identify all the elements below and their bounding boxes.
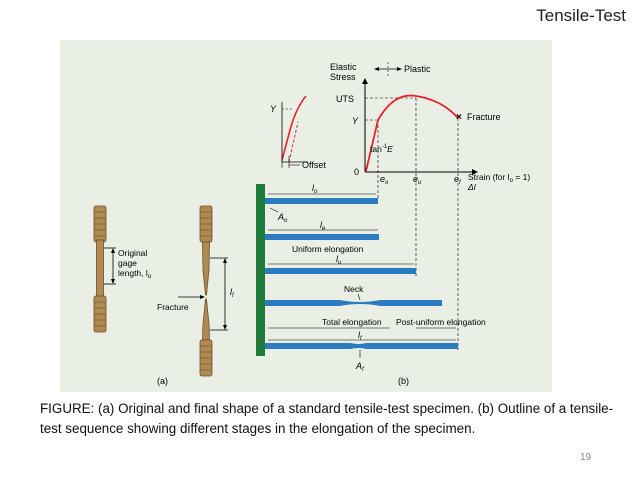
e-u-label: eu <box>413 174 422 186</box>
fractured-specimen <box>178 205 228 377</box>
fracture-mark: × <box>456 112 462 123</box>
y-label: Y <box>352 116 359 126</box>
a-o-label: Ao <box>277 212 288 224</box>
lf-label: lf <box>230 287 235 299</box>
tensile-test-figure: Original gage length, lo lf <box>60 40 552 392</box>
tan-label: tan-1E <box>370 144 393 154</box>
origin-label: 0 <box>354 167 359 177</box>
elastic-label: Elastic <box>330 62 357 72</box>
original-gage-label-2: gage <box>118 258 137 268</box>
page-number: 19 <box>580 452 592 463</box>
bar-necked <box>265 300 442 306</box>
bar-fractured <box>265 343 458 349</box>
total-elongation-label: Total elongation <box>322 317 382 327</box>
fracture-label-a: Fracture <box>157 302 189 312</box>
fracture-label-b: Fracture <box>467 112 501 122</box>
bar-original <box>265 198 378 204</box>
figure-caption: FIGURE: (a) Original and final shape of … <box>40 401 614 436</box>
panel-b: Y Offset Elastic Stress Plastic × UTS Y … <box>256 62 530 386</box>
original-specimen <box>93 205 116 333</box>
e-o-label: eo <box>380 174 389 186</box>
original-gage-label-3: length, lo <box>118 268 152 280</box>
offset-inset <box>281 95 308 168</box>
stress-strain-curve <box>365 94 459 172</box>
l-e-label: le <box>320 220 326 232</box>
bar-elastic <box>265 234 379 240</box>
strain-label: Strain (for lo = 1) <box>468 172 530 184</box>
e-f-label: ef <box>454 174 462 186</box>
plastic-label: Plastic <box>404 64 431 74</box>
l-u-label: lu <box>336 254 342 266</box>
guide-lines <box>365 97 459 350</box>
post-uniform-label: Post-uniform elongation <box>396 317 486 327</box>
fixed-wall <box>256 184 265 356</box>
offset-label: Offset <box>302 160 326 170</box>
neck-label: Neck <box>344 284 364 294</box>
slide-title: Tensile-Test <box>536 6 626 25</box>
uniform-elongation-label: Uniform elongation <box>292 244 364 254</box>
original-gage-label-1: Original <box>118 248 147 258</box>
bar-uniform <box>265 268 416 274</box>
l-f-label: lf <box>358 330 363 342</box>
panel-a: Original gage length, lo lf <box>93 205 235 386</box>
stress-label: Stress <box>330 72 356 82</box>
inset-y-label: Y <box>270 104 277 114</box>
l-o-label: lo <box>312 183 318 195</box>
a-f-label: Af <box>355 361 365 373</box>
panel-b-label: (b) <box>398 376 409 386</box>
uts-label: UTS <box>336 94 354 104</box>
figure-background <box>60 40 552 392</box>
delta-l-label: Δl <box>467 182 477 192</box>
panel-a-label: (a) <box>157 376 168 386</box>
